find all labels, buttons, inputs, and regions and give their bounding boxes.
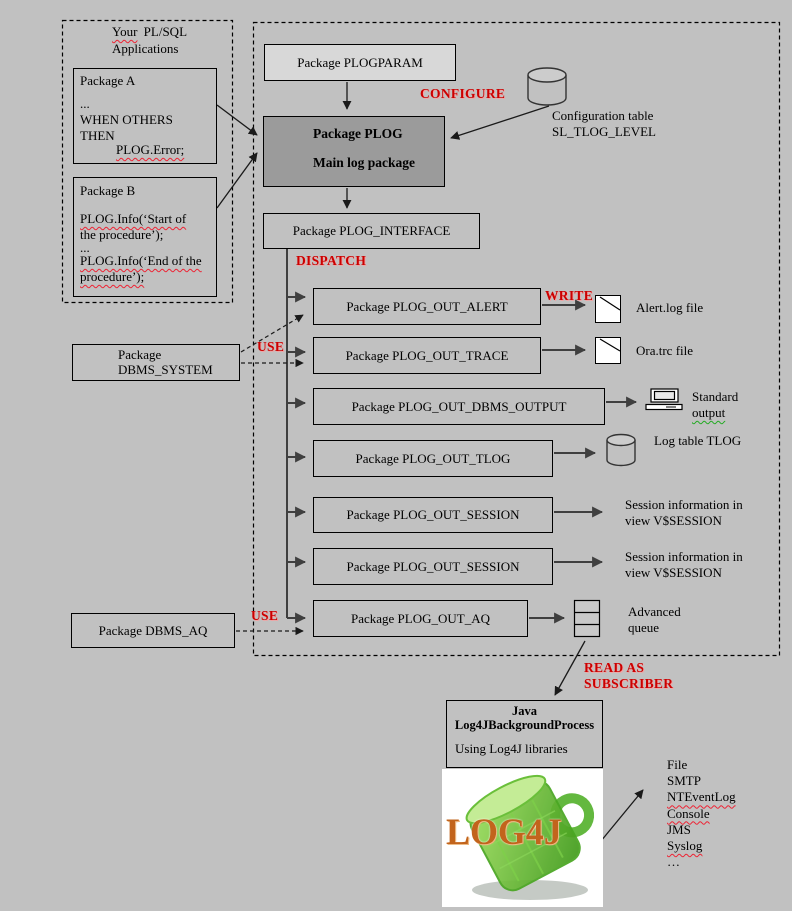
- dispatch-label: DISPATCH: [296, 253, 367, 268]
- plog-out-alert-box: Package PLOG_OUT_ALERT: [313, 288, 541, 325]
- read-as-subscriber-label-line1: READ AS: [584, 660, 645, 675]
- plog-box-subtitle: Main log package: [313, 155, 416, 170]
- package-a-box: Package A ... WHEN OTHERS THEN PLOG.Erro…: [73, 68, 217, 164]
- dbms-system-label-line2: DBMS_SYSTEM: [118, 362, 213, 377]
- package-a-plog-call: PLOG.Error;: [116, 142, 185, 157]
- appender-ellipsis: …: [667, 854, 680, 870]
- plog-out-trace-box: Package PLOG_OUT_TRACE: [313, 337, 541, 374]
- log4j-mug-icon: [465, 774, 595, 900]
- plog-out-aq-box: Package PLOG_OUT_AQ: [313, 600, 528, 637]
- package-b-call2-line2: procedure’);: [80, 269, 145, 284]
- apps-group-title-line1: Your PL/SQL: [112, 24, 187, 40]
- package-b-call1-line2: the procedure’);: [80, 227, 164, 242]
- plog-out-tlog-box: Package PLOG_OUT_TLOG: [313, 440, 553, 477]
- appender-nteventlog: NTEventLog: [667, 789, 736, 805]
- apps-group-title-line2: Applications: [112, 41, 179, 56]
- standard-output-label-line2: output: [692, 405, 726, 420]
- java-process-box: Java Log4JBackgroundProcess Using Log4J …: [446, 700, 603, 768]
- plog-out-session-box-2: Package PLOG_OUT_SESSION: [313, 548, 553, 585]
- write-label: WRITE: [545, 288, 594, 303]
- dbms-system-box: Package DBMS_SYSTEM: [72, 344, 240, 381]
- package-a-ellipsis: ...: [80, 96, 90, 111]
- config-table-label-line2: SL_TLOG_LEVEL: [552, 124, 656, 139]
- apps-group-title-word: Your: [112, 24, 138, 39]
- dispatch-arrows: [286, 249, 638, 624]
- package-b-call1-line1: PLOG.Info(‘Start of: [80, 211, 187, 226]
- appender-smtp: SMTP: [667, 773, 701, 789]
- plog-interface-box: Package PLOG_INTERFACE: [263, 213, 480, 249]
- log-table-tlog-label: Log table TLOG: [654, 433, 742, 448]
- appender-syslog: Syslog: [667, 838, 703, 854]
- java-process-title-line2: Log4JBackgroundProcess: [454, 718, 595, 732]
- appender-console: Console: [667, 805, 710, 821]
- session-info-label-1-line2: view V$SESSION: [625, 513, 722, 528]
- thin-arrows: [216, 82, 644, 842]
- configure-label: CONFIGURE: [420, 86, 506, 101]
- standard-output-label-line1: Standard: [692, 389, 739, 404]
- package-a-title: Package A: [80, 73, 136, 88]
- use-system-label: USE: [257, 339, 285, 354]
- appender-jms: JMS: [667, 821, 691, 837]
- use-aq-label: USE: [251, 608, 279, 623]
- advanced-queue-label-line1: Advanced: [628, 604, 681, 619]
- package-b-call2-line1: PLOG.Info(‘End of the: [80, 253, 202, 268]
- java-process-title-line1: Java: [512, 704, 537, 718]
- apps-group-title-rest: PL/SQL: [143, 24, 188, 39]
- log4j-logo: LOG4J: [442, 769, 603, 907]
- plog-box: Package PLOG Main log package: [263, 116, 445, 187]
- use-arrows: [236, 314, 304, 636]
- appender-file: File: [667, 757, 688, 772]
- session-info-label-1-line1: Session information in: [625, 497, 743, 512]
- config-table-label-line1: Configuration table: [552, 108, 654, 123]
- package-b-title: Package B: [80, 183, 136, 198]
- package-a-code-line2: THEN: [80, 128, 115, 143]
- plog-box-title: Package PLOG: [313, 126, 403, 141]
- log4j-logo-text: LOG4J: [446, 812, 562, 853]
- log4j-appender-list: File SMTP NTEventLog Console JMS Syslog …: [667, 757, 736, 870]
- dbms-aq-box: Package DBMS_AQ: [71, 613, 235, 648]
- advanced-queue-label-line2: queue: [628, 620, 660, 635]
- tlog-db-icon: [606, 433, 636, 467]
- plogparam-box: Package PLOGPARAM: [264, 44, 456, 81]
- plsql-apps-group-border: [61, 19, 234, 304]
- plog-group-border: [252, 21, 781, 657]
- session-info-label-2-line2: view V$SESSION: [625, 565, 722, 580]
- dbms-system-label-line1: Package: [118, 347, 162, 362]
- alert-file-icon: [595, 295, 621, 323]
- computer-icon: [645, 388, 683, 411]
- package-b-ellipsis: ...: [80, 240, 90, 255]
- java-process-subtitle: Using Log4J libraries: [455, 741, 568, 756]
- alert-log-file-label: Alert.log file: [636, 300, 704, 315]
- read-as-subscriber-label-line2: SUBSCRIBER: [584, 676, 674, 691]
- plog-out-session-box-1: Package PLOG_OUT_SESSION: [313, 497, 553, 533]
- ora-trc-file-label: Ora.trc file: [636, 343, 694, 358]
- session-info-label-2-line1: Session information in: [625, 549, 743, 564]
- queue-icon: [573, 599, 601, 638]
- config-table-db-icon: [527, 67, 567, 106]
- trace-file-icon: [595, 337, 621, 364]
- package-b-box: Package B PLOG.Info(‘Start of the proced…: [73, 177, 217, 297]
- package-a-code-line1: WHEN OTHERS: [80, 112, 173, 127]
- plog-out-dbms-output-box: Package PLOG_OUT_DBMS_OUTPUT: [313, 388, 605, 425]
